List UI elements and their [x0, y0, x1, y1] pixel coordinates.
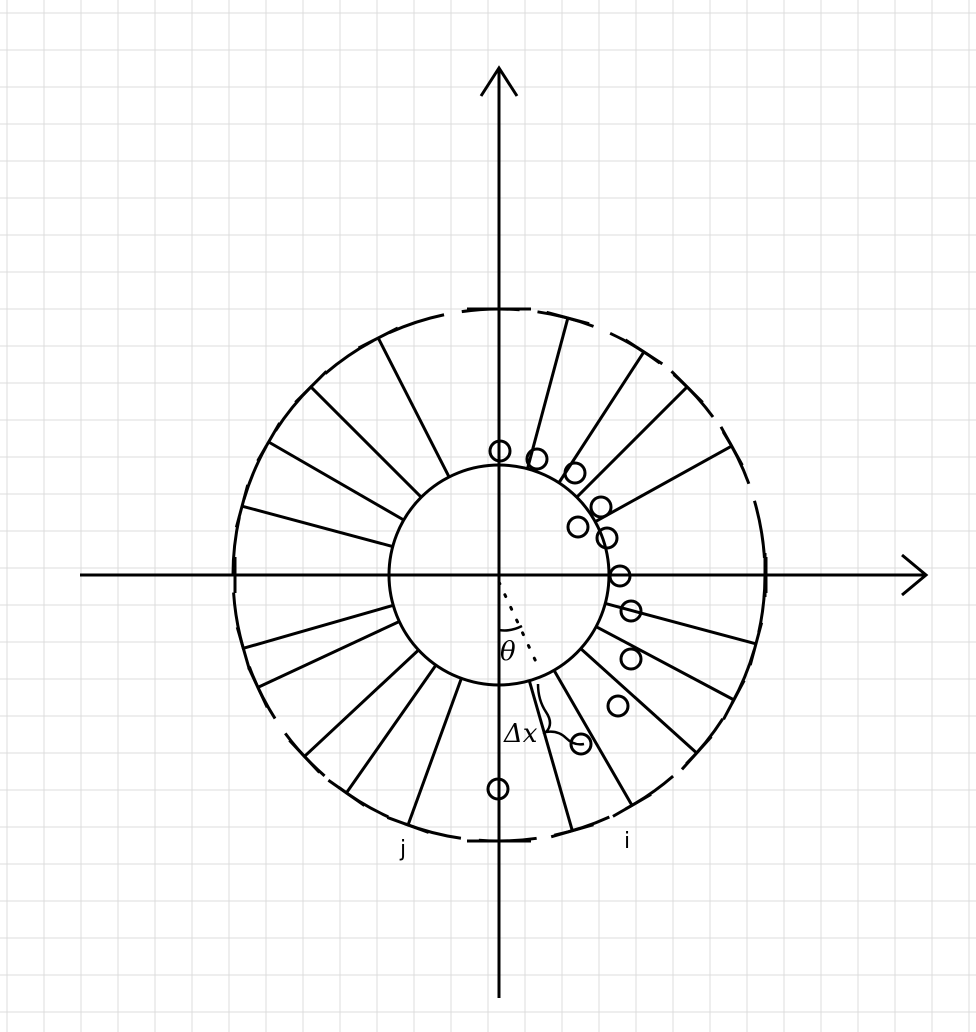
ray-end-tick — [234, 484, 250, 528]
ray-end-tick — [624, 338, 664, 366]
ray-end-tick — [722, 679, 746, 721]
particle-markers — [486, 439, 643, 801]
particle-marker — [566, 515, 590, 539]
delta-x-label: Δx — [503, 719, 538, 749]
radial-ray — [594, 444, 733, 523]
ray-end-ticks — [233, 307, 768, 843]
theta-angle: θ — [497, 580, 539, 667]
ray-end-tick — [680, 735, 713, 771]
particle-marker — [569, 732, 593, 756]
radial-ray — [526, 317, 570, 470]
radial-ray — [309, 385, 423, 499]
particle-marker — [589, 495, 613, 519]
particle-marker — [606, 694, 630, 718]
x-axis-arrowhead — [901, 553, 929, 597]
ray-end-tick — [247, 666, 269, 708]
radial-ray — [303, 648, 420, 758]
y-axis-arrowhead — [479, 65, 519, 97]
particle-marker — [608, 564, 632, 588]
theta-arc — [498, 624, 523, 632]
ray-end-tick — [327, 779, 366, 807]
radial-ray — [376, 337, 451, 478]
radial-ray — [241, 504, 394, 548]
axes — [80, 65, 929, 998]
particle-marker — [595, 526, 619, 550]
radial-ray — [595, 625, 735, 702]
ray-end-tick — [256, 422, 281, 462]
ray-end-tick — [612, 793, 652, 818]
radial-ray — [242, 603, 394, 650]
ray-end-tick — [670, 370, 704, 404]
ray-i-label: i — [624, 829, 630, 854]
ray-end-tick — [546, 310, 590, 326]
ray-end-tick — [550, 823, 594, 839]
delta-x-brace-group: Δx — [503, 683, 585, 749]
ray-end-tick — [235, 626, 251, 670]
ray-end-tick — [288, 739, 321, 774]
particle-marker — [619, 647, 643, 671]
particle-marker — [619, 599, 643, 623]
particle-marker — [486, 777, 510, 801]
particle-marker — [563, 461, 587, 485]
radial-ray — [527, 680, 574, 832]
ray-end-tick — [748, 622, 764, 666]
radial-ray — [257, 620, 400, 689]
particle-marker — [488, 439, 512, 463]
ray-end-tick — [386, 816, 430, 834]
ray-end-tick — [719, 426, 744, 467]
radial-ray — [345, 664, 438, 794]
theta-label: θ — [500, 637, 516, 667]
delta-x-brace — [536, 683, 585, 746]
radial-ray — [575, 385, 689, 499]
ray-end-tick — [294, 370, 328, 404]
radial-ray — [579, 647, 698, 755]
radial-ray — [604, 602, 757, 646]
ray-j-label: j — [399, 837, 406, 862]
radial-ray — [552, 669, 634, 807]
particle-marker — [525, 447, 549, 471]
radial-ray — [406, 677, 463, 826]
ray-end-tick — [357, 326, 399, 350]
theta-dotted-ray — [497, 580, 539, 666]
radial-rays — [241, 317, 765, 832]
radial-ray — [267, 440, 405, 522]
radial-ray — [557, 351, 646, 484]
